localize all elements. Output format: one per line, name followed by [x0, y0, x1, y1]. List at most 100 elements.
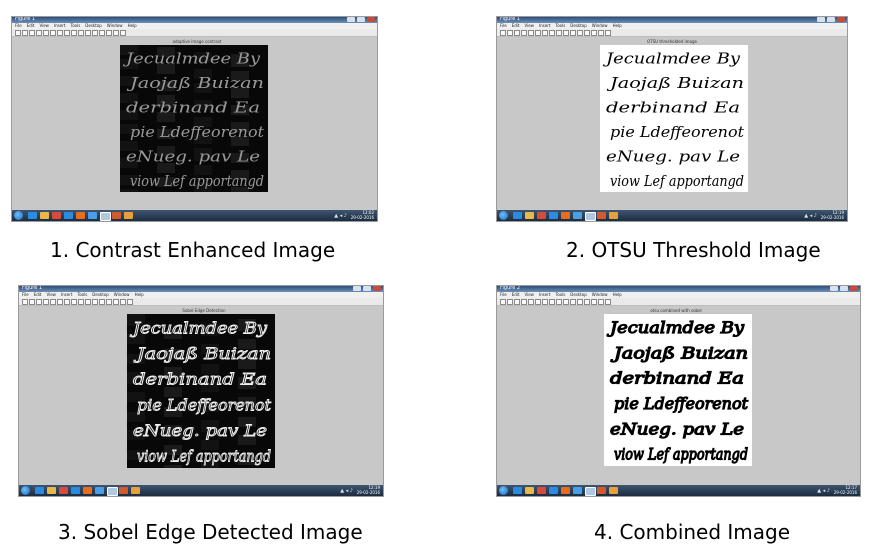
menu-tools[interactable]: Tools	[555, 292, 566, 297]
menu-file[interactable]: File	[15, 23, 22, 28]
open-icon[interactable]	[507, 30, 513, 36]
menu-insert[interactable]: Insert	[538, 292, 551, 297]
word-icon[interactable]	[119, 487, 128, 494]
ie-icon[interactable]	[71, 487, 80, 494]
rotate-icon[interactable]	[78, 299, 84, 305]
hide-plot-icon[interactable]	[113, 30, 119, 36]
pan-icon[interactable]	[64, 30, 70, 36]
datacursor-icon[interactable]	[563, 299, 569, 305]
open-icon[interactable]	[29, 299, 35, 305]
folder-icon[interactable]	[525, 487, 534, 494]
matlab-icon[interactable]	[107, 487, 118, 496]
photo-icon[interactable]	[609, 487, 618, 494]
legend-icon[interactable]	[113, 299, 119, 305]
save-icon[interactable]	[29, 30, 35, 36]
print-icon[interactable]	[521, 299, 527, 305]
maximize-icon[interactable]	[840, 286, 848, 291]
arrow-icon[interactable]	[43, 30, 49, 36]
print-icon[interactable]	[36, 30, 42, 36]
menu-view[interactable]: View	[524, 23, 534, 28]
menu-desktop[interactable]: Desktop	[92, 292, 109, 297]
zoom-out-icon[interactable]	[542, 299, 548, 305]
word-icon[interactable]	[597, 487, 606, 494]
minimize-icon[interactable]	[830, 286, 838, 291]
datacursor-icon[interactable]	[78, 30, 84, 36]
matlab-icon[interactable]	[585, 487, 596, 496]
zoom-in-icon[interactable]	[535, 30, 541, 36]
menu-insert[interactable]: Insert	[60, 292, 73, 297]
word-icon[interactable]	[597, 212, 606, 219]
new-figure-icon[interactable]	[500, 299, 506, 305]
minimize-icon[interactable]	[817, 17, 825, 22]
zoom-out-icon[interactable]	[64, 299, 70, 305]
new-figure-icon[interactable]	[22, 299, 28, 305]
pan-icon[interactable]	[549, 30, 555, 36]
paint-icon[interactable]	[95, 487, 104, 494]
ie-icon[interactable]	[513, 212, 522, 219]
firefox-icon[interactable]	[561, 487, 570, 494]
link-icon[interactable]	[99, 299, 105, 305]
ie-icon[interactable]	[513, 487, 522, 494]
menu-insert[interactable]: Insert	[538, 23, 551, 28]
link-icon[interactable]	[577, 30, 583, 36]
datacursor-icon[interactable]	[563, 30, 569, 36]
brush-icon[interactable]	[85, 30, 91, 36]
menu-window[interactable]: Window	[106, 23, 123, 28]
menu-desktop[interactable]: Desktop	[85, 23, 102, 28]
matlab-icon[interactable]	[585, 212, 596, 221]
hide-plot-icon[interactable]	[598, 30, 604, 36]
zoom-out-icon[interactable]	[57, 30, 63, 36]
menu-edit[interactable]: Edit	[33, 292, 42, 297]
menu-tools[interactable]: Tools	[555, 23, 566, 28]
menu-insert[interactable]: Insert	[53, 23, 66, 28]
show-plot-icon[interactable]	[605, 299, 611, 305]
menu-help[interactable]: Help	[612, 23, 622, 28]
menu-file[interactable]: File	[500, 23, 507, 28]
maximize-icon[interactable]	[357, 17, 365, 22]
menu-edit[interactable]: Edit	[511, 292, 520, 297]
arrow-icon[interactable]	[50, 299, 56, 305]
menu-view[interactable]: View	[524, 292, 534, 297]
ie-icon[interactable]	[64, 212, 73, 219]
show-plot-icon[interactable]	[605, 30, 611, 36]
menu-edit[interactable]: Edit	[26, 23, 35, 28]
photo-icon[interactable]	[124, 212, 133, 219]
ie-icon[interactable]	[35, 487, 44, 494]
start-orb-icon[interactable]	[499, 211, 508, 220]
link-icon[interactable]	[577, 299, 583, 305]
datacursor-icon[interactable]	[85, 299, 91, 305]
paint-icon[interactable]	[573, 487, 582, 494]
save-icon[interactable]	[514, 30, 520, 36]
chrome-icon[interactable]	[59, 487, 68, 494]
menu-help[interactable]: Help	[134, 292, 144, 297]
firefox-icon[interactable]	[561, 212, 570, 219]
folder-icon[interactable]	[40, 212, 49, 219]
menu-view[interactable]: View	[46, 292, 56, 297]
ie-icon[interactable]	[549, 487, 558, 494]
menu-file[interactable]: File	[500, 292, 507, 297]
new-figure-icon[interactable]	[15, 30, 21, 36]
menu-view[interactable]: View	[39, 23, 49, 28]
rotate-icon[interactable]	[556, 30, 562, 36]
paint-icon[interactable]	[88, 212, 97, 219]
arrow-icon[interactable]	[528, 30, 534, 36]
chrome-icon[interactable]	[52, 212, 61, 219]
legend-icon[interactable]	[591, 299, 597, 305]
menu-desktop[interactable]: Desktop	[570, 23, 587, 28]
paint-icon[interactable]	[573, 212, 582, 219]
chrome-icon[interactable]	[537, 212, 546, 219]
open-icon[interactable]	[507, 299, 513, 305]
menu-edit[interactable]: Edit	[511, 23, 520, 28]
close-icon[interactable]	[367, 17, 375, 22]
print-icon[interactable]	[521, 30, 527, 36]
menu-file[interactable]: File	[22, 292, 29, 297]
save-icon[interactable]	[36, 299, 42, 305]
zoom-in-icon[interactable]	[57, 299, 63, 305]
pan-icon[interactable]	[71, 299, 77, 305]
show-plot-icon[interactable]	[127, 299, 133, 305]
legend-icon[interactable]	[591, 30, 597, 36]
